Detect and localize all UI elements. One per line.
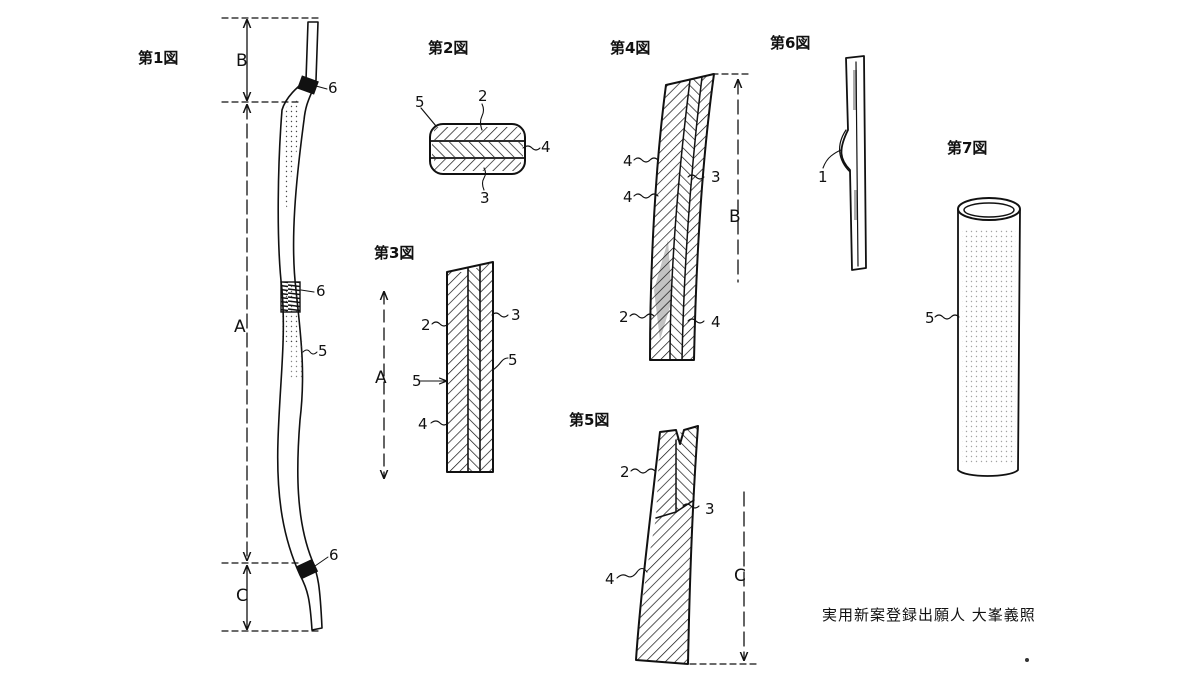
part-label-4c-fig4: 4 — [711, 313, 721, 331]
figure-3: 第3図 A 2 3 5 5 4 — [374, 244, 521, 478]
dimension-label-b-fig4: B — [729, 207, 741, 227]
sleeve-tube — [957, 197, 1021, 477]
dimension-label-c: C — [236, 586, 248, 606]
part-label-5-left-fig3: 5 — [412, 372, 422, 390]
dimension-label-c-fig5: C — [734, 566, 746, 586]
part-label-1-fig6: 1 — [818, 168, 828, 186]
part-label-band-middle: 6 — [316, 282, 326, 300]
part-label-2-fig5: 2 — [620, 463, 630, 481]
figure-1-label: 第1図 — [138, 49, 178, 67]
band-bottom — [295, 558, 319, 580]
applicant-note: 実用新案登録出願人 大峯義照 — [822, 606, 1036, 624]
dimension-label-a-fig3: A — [375, 368, 387, 388]
shoe-horn-body — [276, 21, 323, 631]
part-label-3-fig3: 3 — [511, 306, 521, 324]
part-label-5-fig7: 5 — [925, 309, 935, 327]
part-label-2: 2 — [478, 87, 488, 105]
part-label-4-fig3: 4 — [418, 415, 428, 433]
part-label-5: 5 — [415, 93, 425, 111]
part-label-4-fig5: 4 — [605, 570, 615, 588]
figure-2: 第2図 5 2 4 3 — [415, 39, 551, 207]
dimension-label-b: B — [236, 51, 248, 71]
longitudinal-section-straight — [446, 261, 494, 473]
longitudinal-section-curved — [649, 73, 715, 361]
figure-1-dimension-lines — [221, 17, 319, 632]
figure-7: 第7図 5 — [925, 139, 1021, 477]
band-top — [297, 75, 319, 95]
part-label-2-fig4: 2 — [619, 308, 629, 326]
figure-3-label: 第3図 — [374, 244, 414, 262]
part-label-sleeve: 5 — [318, 342, 328, 360]
part-label-5-right-fig3: 5 — [508, 351, 518, 369]
part-label-4a-fig4: 4 — [623, 152, 633, 170]
cross-section-rectangular — [429, 123, 526, 175]
figure-6-label: 第6図 — [770, 34, 810, 52]
part-label-2-fig3: 2 — [421, 316, 431, 334]
corner-dot — [1025, 658, 1029, 662]
figure-2-label: 第2図 — [428, 39, 468, 57]
part-label-3-fig4: 3 — [711, 168, 721, 186]
figure-5-label: 第5図 — [569, 411, 609, 429]
part-label-band-bottom: 6 — [329, 546, 339, 564]
part-label-4: 4 — [541, 138, 551, 156]
figure-5: 第5図 C 2 3 4 — [569, 411, 759, 665]
longitudinal-section-tapered — [635, 425, 699, 665]
figure-4-label: 第4図 — [610, 39, 650, 57]
part-label-3: 3 — [480, 189, 490, 207]
figure-4: 第4図 B 4 3 4 2 4 — [610, 39, 751, 361]
figure-7-label: 第7図 — [947, 139, 987, 157]
part-label-4b-fig4: 4 — [623, 188, 633, 206]
band-middle — [280, 281, 301, 313]
part-label-3-fig5: 3 — [705, 500, 715, 518]
dimension-label-a: A — [234, 317, 246, 337]
figure-6: 第6図 1 — [770, 34, 867, 271]
figure-1: 第1図 B A C 6 6 5 6 — [138, 17, 339, 632]
part-label-band-top: 6 — [328, 79, 338, 97]
tube-side-view — [839, 55, 867, 271]
